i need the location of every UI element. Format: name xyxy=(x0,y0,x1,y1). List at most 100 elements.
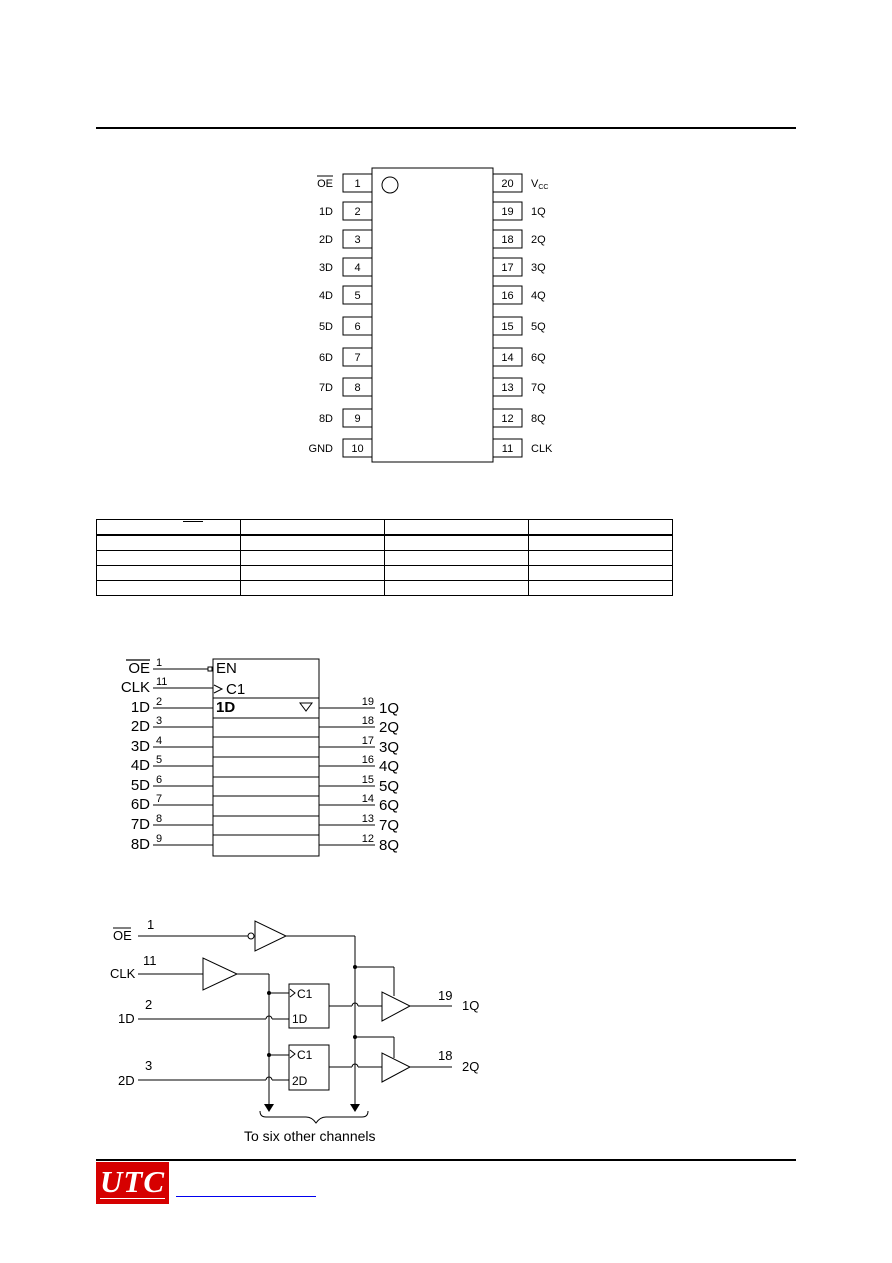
table-cell xyxy=(240,519,385,536)
symbol-input-num: 4 xyxy=(156,735,162,747)
utc-logo: UTC xyxy=(96,1162,169,1204)
symbol-output-name: 8Q xyxy=(379,837,399,854)
pin-number: 4 xyxy=(354,262,360,274)
oe-overbar xyxy=(183,521,203,522)
table-cell xyxy=(240,565,385,581)
symbol-output-name: 2Q xyxy=(379,719,399,736)
ld-2d-label: 2D xyxy=(118,1073,135,1088)
pin-name: 2Q xyxy=(531,234,546,246)
pin-box-right xyxy=(492,173,523,193)
pin-number: 18 xyxy=(501,234,513,246)
symbol-output-name: 1Q xyxy=(379,700,399,717)
table-row xyxy=(96,534,673,551)
table-cell xyxy=(528,550,673,566)
pin-name: 5Q xyxy=(531,321,546,333)
symbol-output-num: 14 xyxy=(362,793,374,805)
ld-q2-label: 2Q xyxy=(462,1059,479,1074)
clock-triangle xyxy=(213,684,224,694)
table-row xyxy=(96,519,673,536)
symbol-input-name: 1D xyxy=(131,699,150,716)
pin-box-left xyxy=(342,201,373,221)
pin-name: 3D xyxy=(319,262,333,274)
pin-box-left xyxy=(342,316,373,336)
pin-box-right xyxy=(492,377,523,397)
clk-arrow-down xyxy=(264,1104,274,1112)
pin-name: VCC xyxy=(531,178,548,191)
table-cell xyxy=(96,565,241,581)
table-cell xyxy=(96,534,241,551)
pin-box-right xyxy=(492,285,523,305)
ld-2d-num: 3 xyxy=(145,1058,152,1073)
ff2-c1-label: C1 xyxy=(297,1048,313,1062)
pin-box-left xyxy=(342,347,373,367)
symbol-input-name: CLK xyxy=(121,679,150,696)
symbol-input-name: 4D xyxy=(131,757,150,774)
output-buffer-1 xyxy=(381,991,412,1022)
pin-name: GND xyxy=(309,443,334,455)
ff1-c1-label: C1 xyxy=(297,987,313,1001)
oe-buffer xyxy=(254,920,288,952)
inversion-marker xyxy=(207,666,213,672)
pin-name: 4Q xyxy=(531,290,546,302)
table-cell xyxy=(384,550,529,566)
pin-name: 7D xyxy=(319,382,333,394)
table-row xyxy=(96,580,673,596)
pin-number: 16 xyxy=(501,290,513,302)
three-state-icon xyxy=(299,702,313,712)
pin-box-left xyxy=(342,173,373,193)
pin-box-right xyxy=(492,408,523,428)
symbol-c1-label: C1 xyxy=(226,681,245,698)
pin-name: 6D xyxy=(319,352,333,364)
ld-oe-num: 1 xyxy=(147,917,154,932)
table-cell xyxy=(96,550,241,566)
symbol-output-name: 5Q xyxy=(379,778,399,795)
table-row xyxy=(96,565,673,581)
table-cell xyxy=(240,550,385,566)
footer-rule xyxy=(96,1159,796,1161)
symbol-output-name: 6Q xyxy=(379,797,399,814)
pin-number: 10 xyxy=(351,443,363,455)
table-row xyxy=(96,550,673,566)
pin-number: 3 xyxy=(354,234,360,246)
symbol-1d-label: 1D xyxy=(216,699,235,716)
table-cell xyxy=(240,580,385,596)
symbol-output-num: 17 xyxy=(362,735,374,747)
footer-link-underline[interactable] xyxy=(176,1196,316,1197)
pin-box-right xyxy=(492,316,523,336)
table-cell xyxy=(384,565,529,581)
pin-box-right xyxy=(492,201,523,221)
ld-q1-label: 1Q xyxy=(462,998,479,1013)
pin-number: 7 xyxy=(354,352,360,364)
pin-number: 17 xyxy=(501,262,513,274)
symbol-input-num: 3 xyxy=(156,715,162,727)
channels-brace xyxy=(259,1110,369,1124)
symbol-en-label: EN xyxy=(216,660,237,677)
pin-number: 2 xyxy=(354,206,360,218)
ic-body xyxy=(371,167,494,463)
pin-box-left xyxy=(342,257,373,277)
pin-name: 6Q xyxy=(531,352,546,364)
pin-box-left xyxy=(342,229,373,249)
table-cell xyxy=(384,534,529,551)
pin-box-left xyxy=(342,285,373,305)
ld-clk-num: 11 xyxy=(143,953,157,968)
ld-1d-label: 1D xyxy=(118,1011,135,1026)
pin-box-right xyxy=(492,257,523,277)
pin-name: 7Q xyxy=(531,382,546,394)
symbol-output-num: 16 xyxy=(362,754,374,766)
symbol-input-name: 3D xyxy=(131,738,150,755)
symbol-input-name: 8D xyxy=(131,836,150,853)
symbol-input-num: 11 xyxy=(156,676,167,688)
ld-oe-label: OE xyxy=(113,928,132,943)
pin-number: 15 xyxy=(501,321,513,333)
logic-diagram: OE 1 CLK 11 C1 1D 1D 2 19 1Q C1 2D 2D 3 xyxy=(110,917,479,1144)
table-cell xyxy=(240,534,385,551)
pin-box-right xyxy=(492,229,523,249)
pin-box-left xyxy=(342,377,373,397)
pin-name: 4D xyxy=(319,290,333,302)
pin-box-left xyxy=(342,438,373,458)
ff2-2d-label: 2D xyxy=(292,1074,308,1088)
ld-q2-num: 18 xyxy=(438,1048,452,1063)
inverter-bubble xyxy=(247,932,255,940)
